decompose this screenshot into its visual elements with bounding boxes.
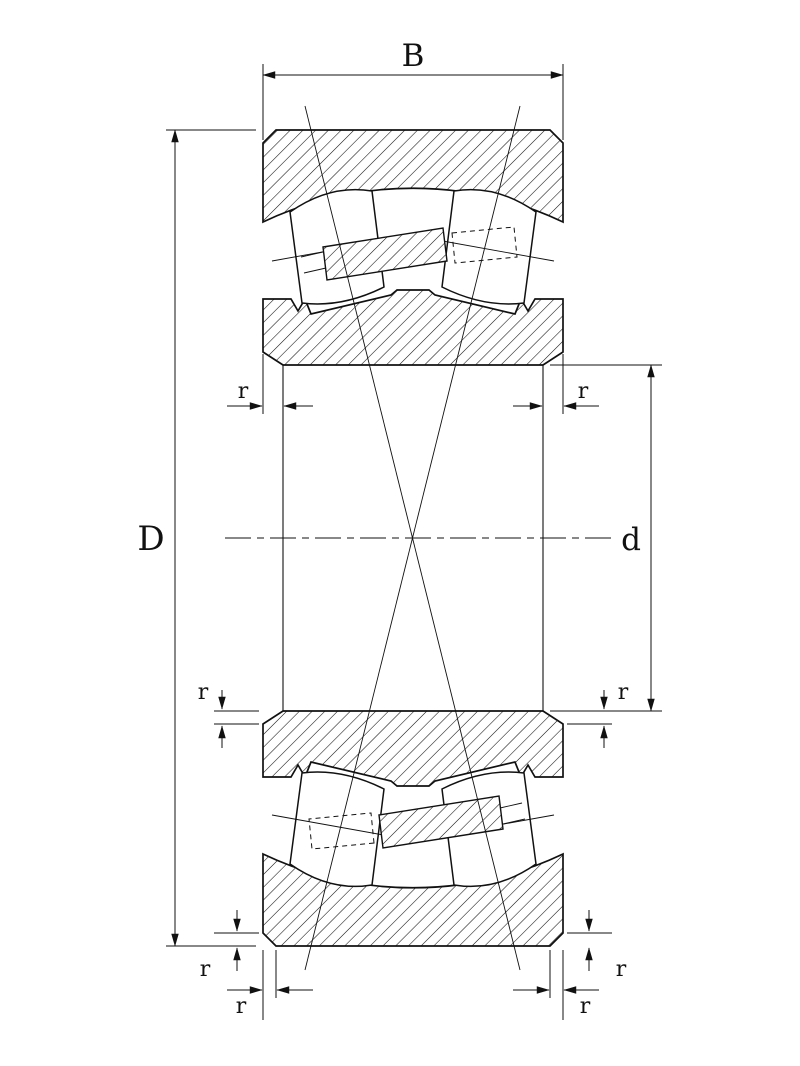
chamfer-label-r: r bbox=[198, 680, 209, 705]
bearing-half-upper bbox=[262, 129, 564, 366]
chamfer-label-r: r bbox=[578, 379, 589, 404]
chamfer-label-r: r bbox=[238, 379, 249, 404]
cage-hidden-outline bbox=[451, 226, 518, 264]
dimension-r-top-right: r bbox=[513, 354, 599, 414]
chamfer-label-r: r bbox=[236, 994, 247, 1019]
dim-label-D: D bbox=[137, 519, 164, 559]
dimension-r-mid-right: r bbox=[567, 680, 629, 748]
dim-label-d: d bbox=[621, 522, 641, 558]
dimension-r-od-left: r bbox=[200, 910, 259, 982]
dimension-r-od-right: r bbox=[567, 910, 627, 982]
roller-right bbox=[441, 188, 537, 305]
cage-rail-line bbox=[303, 267, 327, 274]
roller-axis-right bbox=[425, 237, 555, 262]
dimension-D: D bbox=[137, 129, 256, 947]
chamfer-label-r: r bbox=[618, 680, 629, 705]
outer-ring-section bbox=[262, 129, 564, 224]
cage-rail-line bbox=[300, 251, 324, 258]
chamfer-label-r: r bbox=[616, 957, 627, 982]
chamfer-label-r: r bbox=[200, 957, 211, 982]
chamfer-label-r: r bbox=[580, 994, 591, 1019]
bearing-half-lower bbox=[262, 710, 564, 947]
dimension-B: B bbox=[262, 38, 564, 140]
dim-label-B: B bbox=[402, 38, 425, 74]
dimension-r-bottom-left: r bbox=[227, 950, 313, 1020]
dimension-r-bottom-right: r bbox=[513, 950, 599, 1020]
cage-bar-section bbox=[322, 227, 448, 281]
dimension-r-mid-left: r bbox=[198, 680, 259, 748]
dimension-r-top-left: r bbox=[227, 354, 313, 414]
